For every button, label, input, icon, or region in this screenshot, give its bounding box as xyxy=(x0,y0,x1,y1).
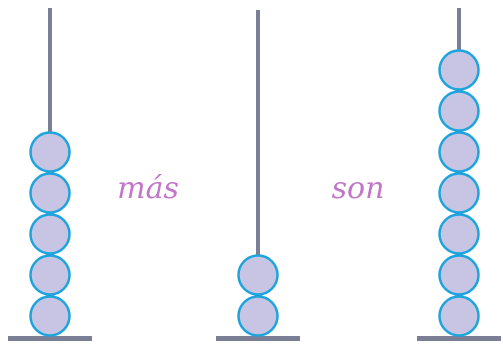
abacus-3-bead xyxy=(438,254,480,296)
abacus-3-bead xyxy=(438,213,480,255)
abacus-1-bead xyxy=(29,131,71,173)
abacus-3-bead xyxy=(438,295,480,337)
abacus-1 xyxy=(8,8,92,341)
abacus-2-beads xyxy=(237,254,279,337)
abacus-1-bead xyxy=(29,213,71,255)
abacus-2-bead xyxy=(237,254,279,296)
word-mas: más xyxy=(117,171,179,206)
abacus-3-bead xyxy=(438,172,480,214)
abacus-3-bead xyxy=(438,131,480,173)
abacus-1-base xyxy=(8,336,92,341)
abacus-1-bead xyxy=(29,254,71,296)
abacus-3-bead xyxy=(438,90,480,132)
abacus-3-bead xyxy=(438,49,480,91)
abacus-2-base xyxy=(216,336,300,341)
abacus-3-base xyxy=(417,336,501,341)
word-son: son xyxy=(332,171,385,206)
abacus-2 xyxy=(216,10,300,341)
abacus-2-bead xyxy=(237,295,279,337)
abacus-1-bead xyxy=(29,295,71,337)
abacus-1-bead xyxy=(29,172,71,214)
abacus-3 xyxy=(417,8,501,341)
abacus-1-beads xyxy=(29,131,71,337)
abacus-2-rod xyxy=(256,10,260,340)
abacus-3-beads xyxy=(438,49,480,337)
